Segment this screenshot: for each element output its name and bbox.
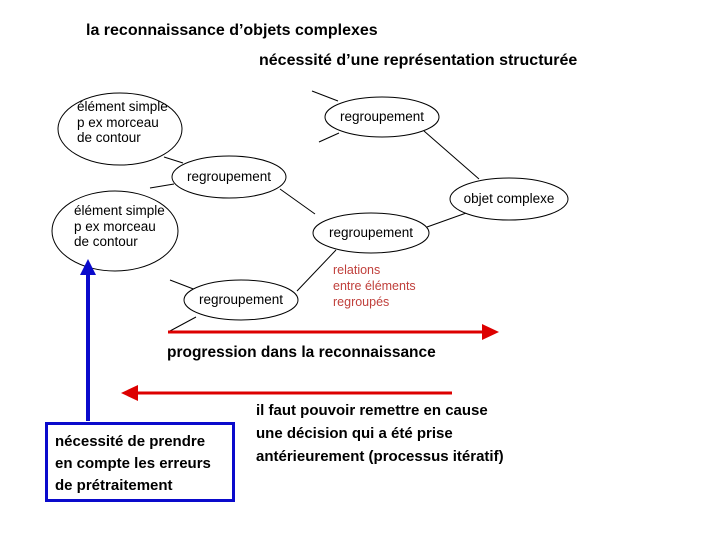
node-regroupement-top-right (324, 96, 440, 138)
link-element1-regroupement-midleft (163, 156, 184, 164)
label-regroupement-mid-right: regroupement (328, 225, 414, 240)
node-regroupement-mid-left (171, 155, 287, 199)
note-box-arrow-up (80, 259, 96, 421)
arrow-right-head-icon (482, 324, 499, 340)
link-stub-bottom-lower (169, 316, 197, 332)
node-regroupement-mid-right (312, 212, 430, 254)
arrow-up-head-icon (80, 259, 96, 275)
slide-title: la reconnaissance d’objets complexes (86, 22, 378, 39)
label-element-simple-1: élément simple p ex morceau de contour (77, 99, 168, 145)
node-regroupement-bottom (183, 279, 299, 321)
link-regroupement-midright-bottom (296, 249, 337, 292)
slide-subtitle: nécessité d’une représentation structuré… (259, 52, 578, 69)
link-stub-bottom-upper (169, 279, 197, 291)
annotation-relations: relations entre éléments regroupés (333, 263, 416, 309)
note-box: nécessité de prendre en compte les erreu… (45, 422, 235, 502)
progression-arrow-right (168, 324, 499, 340)
node-objet-complexe (449, 177, 569, 221)
caption-progression: progression dans la reconnaissance (167, 344, 436, 361)
label-regroupement-bottom: regroupement (198, 292, 284, 307)
caption-feedback: il faut pouvoir remettre en cause une dé… (256, 402, 504, 465)
note-box-text: nécessité de prendre en compte les erreu… (55, 433, 211, 494)
link-regroupement-midright-objet (426, 211, 470, 228)
feedback-arrow-left (121, 385, 452, 401)
label-objet-complexe: objet complexe (463, 191, 555, 206)
label-element-simple-2: élément simple p ex morceau de contour (74, 203, 165, 249)
arrow-left-head-icon (121, 385, 138, 401)
link-stub-topright-upper (311, 90, 339, 102)
node-element-simple-2 (51, 190, 179, 272)
link-regroupement-midleft-midright (279, 188, 316, 215)
link-regroupement-topright-objet (423, 130, 480, 180)
link-stub-topright-lower (318, 132, 340, 143)
node-element-simple-1 (57, 92, 183, 166)
label-regroupement-top-right: regroupement (339, 109, 425, 124)
link-element2-regroupement-midleft (149, 183, 175, 189)
label-regroupement-mid-left: regroupement (186, 169, 272, 184)
